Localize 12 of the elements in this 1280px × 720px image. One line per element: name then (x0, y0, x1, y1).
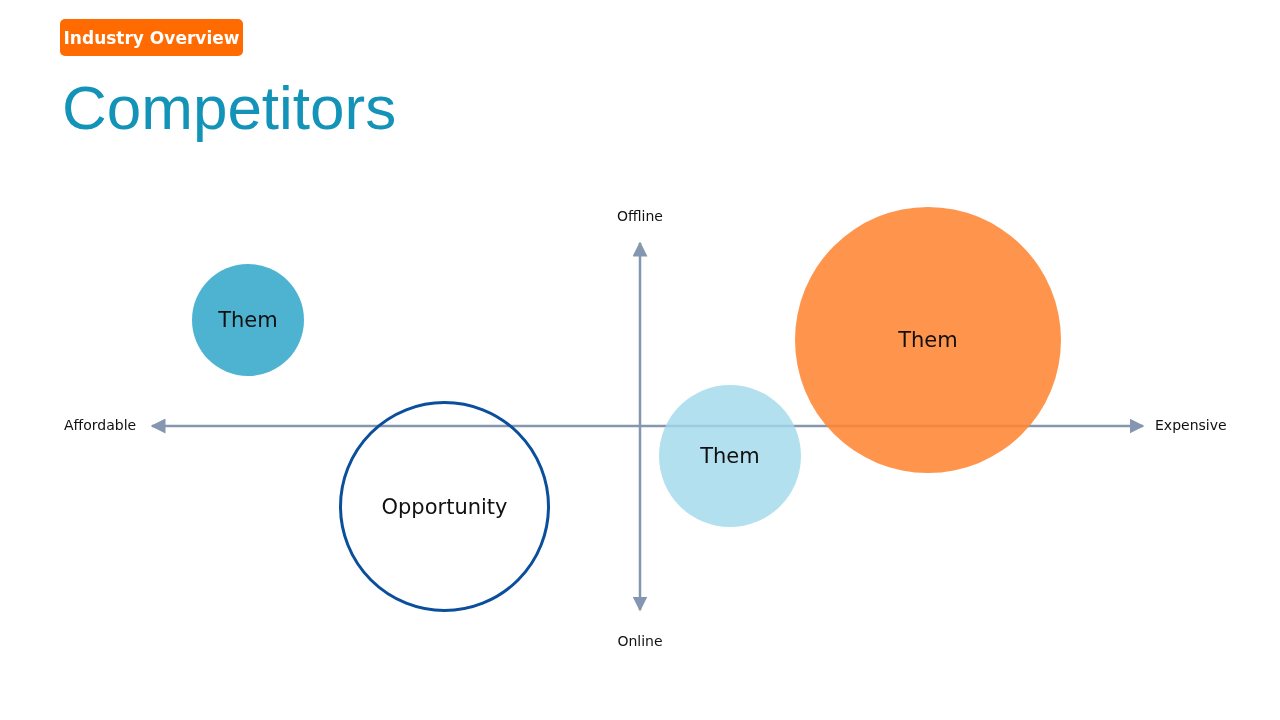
circle-label: Them (218, 308, 278, 332)
axis-label: Online (617, 633, 663, 649)
circle-label: Opportunity (381, 494, 508, 519)
axis-label: Offline (617, 208, 663, 224)
circle-label: Them (898, 328, 958, 352)
slide-title: Competitors (62, 72, 397, 143)
axis-label: Affordable (64, 417, 137, 433)
category-badge (60, 19, 243, 56)
opportunity-circle (339, 401, 550, 612)
circle-label: Them (700, 444, 760, 468)
badge-text: Industry Overview (63, 27, 240, 48)
axis-label: Expensive (1155, 417, 1227, 433)
